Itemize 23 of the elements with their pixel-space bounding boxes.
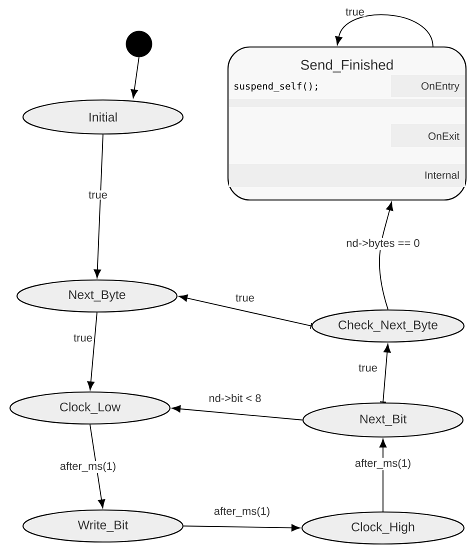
edge-label: true xyxy=(72,333,94,343)
arrow xyxy=(130,56,140,98)
arrow xyxy=(172,405,303,420)
arrow xyxy=(183,524,300,532)
initial-state-dot xyxy=(126,30,152,58)
edge-label: after_ms(1) xyxy=(212,506,272,518)
edge-label: true xyxy=(234,293,256,303)
edge-label: true xyxy=(344,7,366,17)
edge-label: true xyxy=(358,363,378,373)
state-box: Send_Finished suspend_self(); OnEntry OnExit Internal xyxy=(227,46,467,201)
edge-label: nd->bit < 8 xyxy=(208,392,262,404)
arrow xyxy=(87,312,98,390)
arrow xyxy=(94,134,104,278)
edge-label: true xyxy=(88,190,108,200)
edge-label: nd->bytes == 0 xyxy=(345,238,421,250)
arrow xyxy=(379,438,387,512)
arrow xyxy=(379,202,394,310)
edge-label: after_ms(1) xyxy=(58,460,118,474)
arrow xyxy=(335,14,434,47)
arrow xyxy=(90,424,106,508)
edge-label: after_ms(1) xyxy=(354,458,412,470)
arrow xyxy=(178,294,312,330)
arrow xyxy=(380,344,391,403)
